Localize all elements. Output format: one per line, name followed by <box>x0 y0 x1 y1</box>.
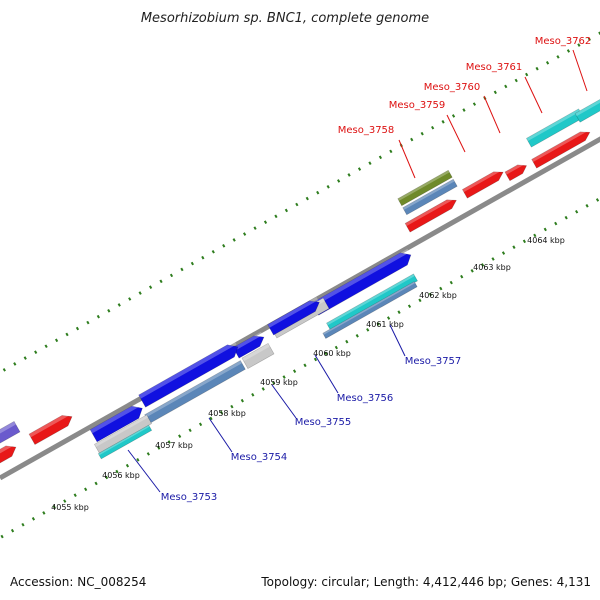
tick-dotted-lines <box>0 31 600 540</box>
map-title: Mesorhizobium sp. BNC1, complete genome <box>141 11 429 26</box>
feature-cds-small <box>232 331 265 359</box>
leader-line <box>389 324 406 357</box>
accession-text: Accession: NC_008254 <box>10 575 146 589</box>
tick-label: 4064 kbp <box>527 236 565 245</box>
tick-label: 4058 kbp <box>208 409 246 418</box>
feature-meso-3760 <box>504 161 528 182</box>
gene-labels: Meso_3758Meso_3759Meso_3760Meso_3761Meso… <box>127 36 592 503</box>
feature-steel-gene-b <box>322 281 418 339</box>
gene-label-meso-3755: Meso_3755 <box>295 417 352 428</box>
gene-label-meso-3762: Meso_3762 <box>535 36 592 47</box>
tick-label: 4055 kbp <box>51 503 89 512</box>
feature-meso-3761 <box>531 127 591 169</box>
tick-label: 4060 kbp <box>313 349 351 358</box>
gene-label-meso-3756: Meso_3756 <box>337 393 394 404</box>
gene-features <box>0 93 600 469</box>
feature-cyan-gene-b <box>574 93 600 123</box>
tick-label: 4063 kbp <box>473 263 511 272</box>
feature-cyan-gene-a <box>526 108 584 148</box>
tick-label: 4061 kbp <box>366 320 404 329</box>
leader-line <box>271 384 297 419</box>
feature-meso-3758 <box>404 195 457 233</box>
leader-line <box>127 449 161 493</box>
feature-rna-left <box>28 411 73 445</box>
feature-cds-3753 <box>89 402 143 443</box>
gene-label-meso-3758: Meso_3758 <box>338 125 395 136</box>
feature-steel-gene <box>402 178 458 216</box>
leader-line <box>208 417 233 453</box>
leader-line <box>314 354 339 394</box>
feature-meso-3759 <box>461 167 504 199</box>
tick-label: 4056 kbp <box>102 471 140 480</box>
tick-label: 4057 kbp <box>155 441 193 450</box>
tick-label: 4062 kbp <box>419 291 457 300</box>
genome-summary-text: Topology: circular; Length: 4,412,446 bp… <box>260 575 591 589</box>
gene-label-meso-3754: Meso_3754 <box>231 452 288 463</box>
gene-label-meso-3760: Meso_3760 <box>424 82 481 93</box>
leader-line <box>572 49 588 92</box>
leader-line <box>524 76 543 114</box>
gene-label-meso-3757: Meso_3757 <box>405 356 462 367</box>
tick-label: 4059 kbp <box>260 378 298 387</box>
feature-olive-gene <box>397 169 453 207</box>
tick-labels: 4055 kbp 4056 kbp 4057 kbp 4058 kbp 4059 kbp… <box>51 236 565 512</box>
feature-grey-gene-c <box>94 414 152 454</box>
feature-cyan-gene-d <box>97 424 153 460</box>
feature-cds-3755 <box>138 340 239 408</box>
feature-grey-gene-b <box>241 342 275 370</box>
gene-label-meso-3753: Meso_3753 <box>161 492 218 503</box>
feature-purple-gene <box>0 420 21 448</box>
gene-label-meso-3761: Meso_3761 <box>466 62 523 73</box>
leader-line <box>398 139 416 179</box>
feature-rna-left-b <box>0 441 17 469</box>
gene-label-meso-3759: Meso_3759 <box>389 100 446 111</box>
outer-tick-dots <box>0 31 600 375</box>
feature-cds-3757 <box>267 296 320 336</box>
leader-line <box>446 114 466 153</box>
inner-tick-dots <box>0 196 600 540</box>
leader-line <box>483 95 501 134</box>
